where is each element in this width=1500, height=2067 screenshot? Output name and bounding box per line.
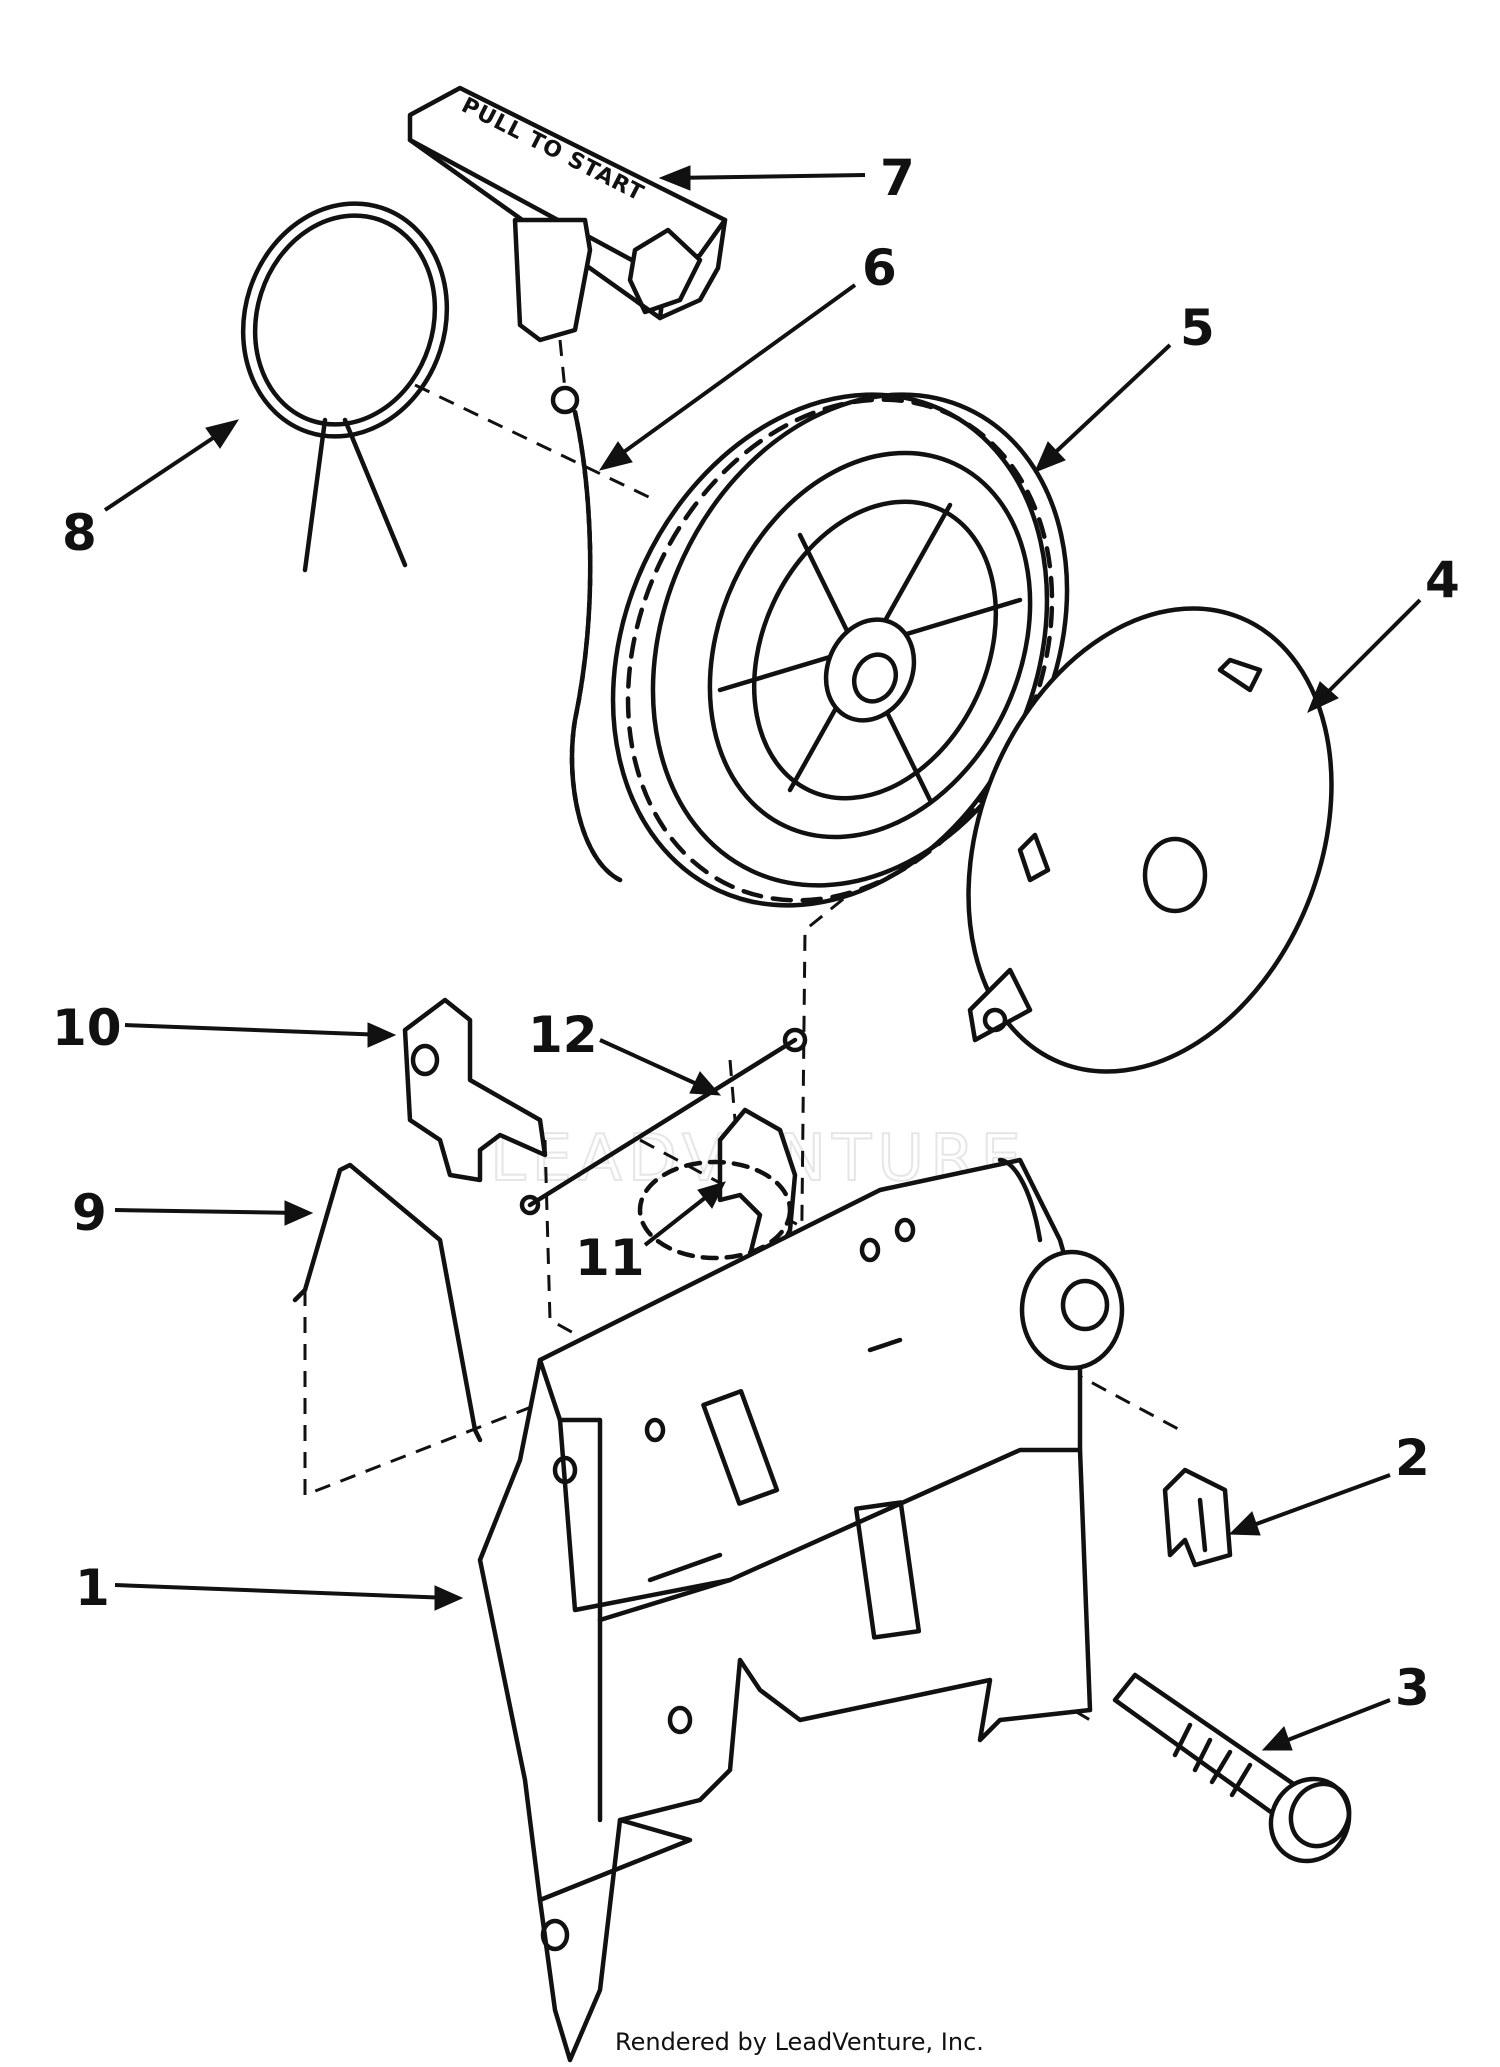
callout-9: 9 [72,1184,107,1242]
leader-3 [1274,1698,1391,1747]
spring-rod [519,1027,808,1216]
callout-5: 5 [1180,299,1215,357]
retaining-ring [240,201,450,573]
leader-9 [114,1208,301,1215]
leader-2 [1239,1473,1391,1532]
callout-6: 6 [862,239,897,297]
callout-7: 7 [880,149,915,207]
leader-6 [608,283,857,464]
callout-3: 3 [1395,1659,1430,1717]
mounting-bracket [477,1157,1125,2063]
callout-4: 4 [1425,551,1460,609]
callout-10: 10 [52,999,122,1057]
credit-line: Rendered by LeadVenture, Inc. [615,2028,984,2056]
callout-2: 2 [1395,1429,1430,1487]
callout-1: 1 [75,1559,110,1617]
leader-7 [669,173,866,180]
leader-11 [643,1188,717,1247]
leader-1 [114,1583,451,1600]
callout-numbers: 7 6 5 4 8 10 12 9 11 1 2 3 [52,149,1460,1717]
bolt [1112,1672,1352,1864]
cover-plate [966,606,1334,1074]
callout-12: 12 [528,1006,598,1064]
leader-5 [1043,343,1172,464]
starter-handle: PULL TO START [407,85,728,343]
small-clip [1162,1467,1233,1568]
leader-10 [124,1023,386,1037]
starter-rope [550,385,623,883]
leader-12 [599,1038,711,1092]
leader-8 [103,428,227,512]
pawl-plate [402,997,548,1183]
callout-11: 11 [575,1229,645,1287]
leader-lines [103,165,1422,1751]
callout-8: 8 [62,504,97,562]
leader-4 [1318,598,1422,702]
wire-link [292,1162,483,1443]
